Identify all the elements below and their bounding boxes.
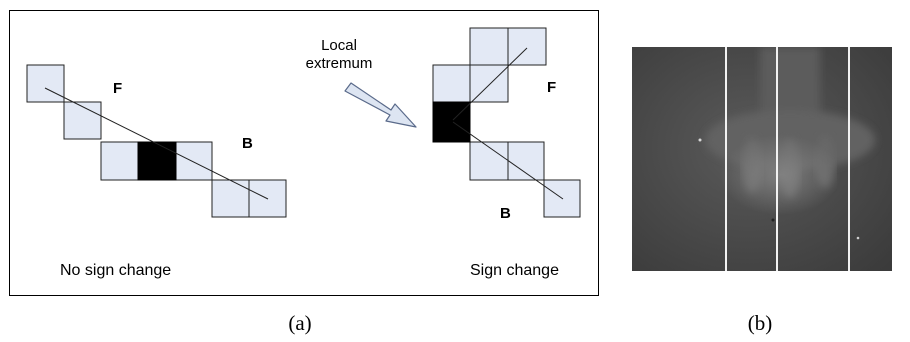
subfigure-label-b: (b): [748, 311, 773, 335]
grid-cell: [507, 141, 545, 181]
edge-line-back: [452, 121, 564, 200]
caption-sign-change: Sign change: [470, 262, 559, 279]
edge-line-front: [452, 47, 528, 121]
photo-speck: [771, 218, 775, 222]
callout-text-line2: extremum: [306, 55, 373, 72]
callout-text-line1: Local: [321, 37, 357, 54]
grid-cell: [507, 27, 547, 66]
grid-cell: [26, 64, 65, 103]
caption-no-sign-change: No sign change: [60, 262, 171, 279]
label-b-left: B: [242, 135, 253, 152]
center-pixel-cell: [137, 141, 177, 181]
grid-cell: [175, 141, 213, 181]
grid-cell: [211, 179, 250, 218]
photo-glow: [720, 135, 840, 215]
panel-b-photo: (b): [632, 47, 892, 335]
label-f-right: F: [547, 79, 556, 96]
callout-arrow-icon: [344, 82, 417, 128]
grid-cell: [469, 64, 509, 103]
grid-cell: [469, 141, 509, 181]
diagram-no-sign-change: F B No sign change: [26, 64, 287, 279]
grid-cell: [432, 64, 471, 103]
label-f-left: F: [113, 80, 122, 97]
grid-cell: [63, 101, 102, 140]
edge-line: [44, 87, 269, 200]
photo-object-top: [760, 47, 820, 122]
panel-a: F B No sign change F B Sign change Local…: [9, 10, 599, 335]
label-b-right: B: [500, 205, 511, 222]
photo-speck: [698, 138, 702, 142]
grid-cell: [100, 141, 139, 181]
grid-cell: [469, 27, 509, 66]
diagram-sign-change: F B Sign change Local extremum: [306, 27, 581, 279]
center-pixel-cell: [432, 101, 471, 143]
subfigure-label-a: (a): [288, 311, 311, 335]
photo-speck: [856, 236, 860, 240]
